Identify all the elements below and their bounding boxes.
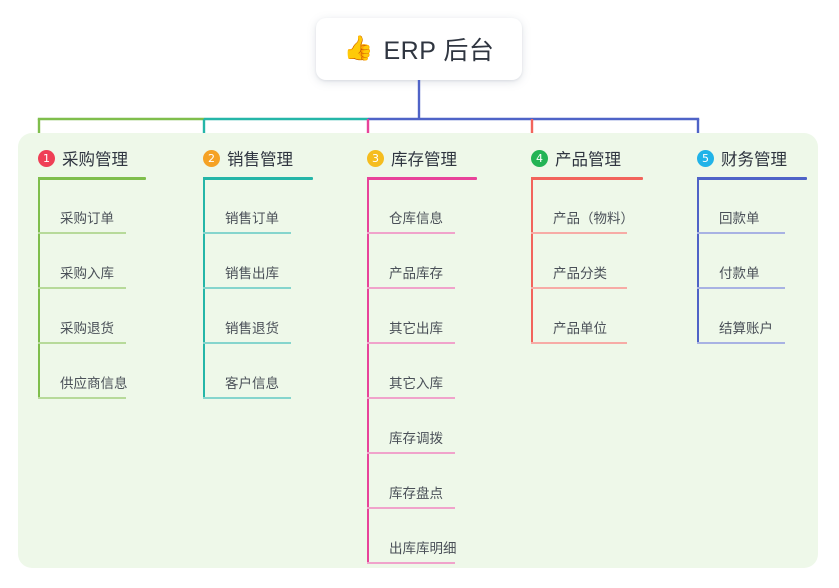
branch-leaf-item[interactable]: 其它入库 [367, 367, 455, 399]
branch-header-5[interactable]: 5 财务管理 [697, 146, 787, 170]
branch-leaf-item[interactable]: 其它出库 [367, 312, 455, 344]
branch-leaf-underline [38, 397, 126, 399]
branch-leaf-label: 其它入库 [389, 376, 443, 391]
branch-leaf-label: 产品分类 [553, 266, 607, 281]
branch-leaf-item[interactable]: 销售退货 [203, 312, 291, 344]
branch-leaf-underline [697, 232, 785, 234]
branch-leaf-label: 采购入库 [60, 266, 114, 281]
branch-leaf-label: 销售退货 [225, 321, 279, 336]
branch-leaf-label: 采购订单 [60, 211, 114, 226]
branch-leaf-label: 产品单位 [553, 321, 607, 336]
branch-underline [531, 177, 643, 180]
branch-leaf-underline [367, 232, 455, 234]
branch-leaf-item[interactable]: 仓库信息 [367, 202, 455, 234]
branch-header-4[interactable]: 4 产品管理 [531, 146, 621, 170]
branch-leaf-label: 仓库信息 [389, 211, 443, 226]
branch-number-badge: 2 [203, 149, 220, 167]
branch-leaf-underline [367, 287, 455, 289]
branch-leaf-underline [38, 287, 126, 289]
branch-title: 采购管理 [62, 151, 128, 169]
branch-leaf-item[interactable]: 回款单 [697, 202, 785, 234]
branch-leaf-underline [203, 397, 291, 399]
branch-leaf-item[interactable]: 产品库存 [367, 257, 455, 289]
branch-leaf-label: 付款单 [719, 266, 760, 281]
branch-trunk-line [697, 177, 699, 344]
branch-leaf-underline [531, 287, 627, 289]
branch-number-badge: 5 [697, 149, 714, 167]
branch-leaf-underline [531, 342, 627, 344]
branch-leaf-label: 库存调拨 [389, 431, 443, 446]
branch-leaf-underline [697, 287, 785, 289]
branch-leaf-item[interactable]: 库存盘点 [367, 477, 455, 509]
branch-leaf-underline [367, 452, 455, 454]
branch-trunk-line [531, 177, 533, 344]
branch-leaf-label: 供应商信息 [60, 376, 128, 391]
branch-leaf-underline [531, 232, 627, 234]
thumbs-up-icon: 👍 [343, 35, 374, 62]
branch-header-1[interactable]: 1 采购管理 [38, 146, 128, 170]
branch-leaf-underline [367, 507, 455, 509]
branch-underline [367, 177, 477, 180]
branch-leaf-underline [697, 342, 785, 344]
branch-leaf-item[interactable]: 采购订单 [38, 202, 126, 234]
branch-underline [697, 177, 807, 180]
branch-leaf-label: 结算账户 [719, 321, 773, 336]
branch-header-2[interactable]: 2 销售管理 [203, 146, 293, 170]
branch-leaf-underline [38, 232, 126, 234]
branch-leaf-label: 回款单 [719, 211, 760, 226]
branch-number-badge: 4 [531, 149, 548, 167]
branch-leaf-item[interactable]: 产品单位 [531, 312, 627, 344]
root-node-title: ERP 后台 [383, 37, 495, 65]
branch-leaf-underline [367, 397, 455, 399]
branch-leaf-item[interactable]: 销售订单 [203, 202, 291, 234]
root-node-card[interactable]: 👍 ERP 后台 [316, 18, 522, 80]
branch-number-badge: 1 [38, 149, 55, 167]
branch-leaf-label: 产品库存 [389, 266, 443, 281]
branches-panel [18, 133, 818, 568]
branch-leaf-label: 出库库明细 [389, 541, 457, 556]
branch-title: 产品管理 [555, 151, 621, 169]
branch-leaf-item[interactable]: 销售出库 [203, 257, 291, 289]
branch-leaf-underline [203, 232, 291, 234]
branch-leaf-label: 库存盘点 [389, 486, 443, 501]
branch-header-3[interactable]: 3 库存管理 [367, 146, 457, 170]
branch-title: 库存管理 [391, 151, 457, 169]
branch-leaf-item[interactable]: 出库库明细 [367, 532, 457, 564]
branch-leaf-label: 客户信息 [225, 376, 279, 391]
branch-leaf-item[interactable]: 供应商信息 [38, 367, 128, 399]
branch-leaf-underline [367, 342, 455, 344]
branch-leaf-item[interactable]: 采购退货 [38, 312, 126, 344]
branch-trunk-line [367, 177, 369, 564]
branch-leaf-item[interactable]: 产品分类 [531, 257, 627, 289]
branch-underline [203, 177, 313, 180]
branch-leaf-item[interactable]: 采购入库 [38, 257, 126, 289]
branch-leaf-item[interactable]: 结算账户 [697, 312, 785, 344]
branch-leaf-item[interactable]: 产品（物料） [531, 202, 634, 234]
branch-leaf-underline [203, 287, 291, 289]
branch-leaf-item[interactable]: 客户信息 [203, 367, 291, 399]
branch-leaf-label: 产品（物料） [553, 211, 634, 226]
branch-leaf-label: 销售订单 [225, 211, 279, 226]
branch-leaf-underline [203, 342, 291, 344]
branch-title: 销售管理 [227, 151, 293, 169]
branch-number-badge: 3 [367, 149, 384, 167]
branch-leaf-underline [38, 342, 126, 344]
branch-title: 财务管理 [721, 151, 787, 169]
branch-underline [38, 177, 146, 180]
branch-leaf-label: 销售出库 [225, 266, 279, 281]
branch-leaf-item[interactable]: 库存调拨 [367, 422, 455, 454]
branch-leaf-item[interactable]: 付款单 [697, 257, 785, 289]
branch-leaf-label: 采购退货 [60, 321, 114, 336]
branch-leaf-label: 其它出库 [389, 321, 443, 336]
branch-leaf-underline [367, 562, 455, 564]
